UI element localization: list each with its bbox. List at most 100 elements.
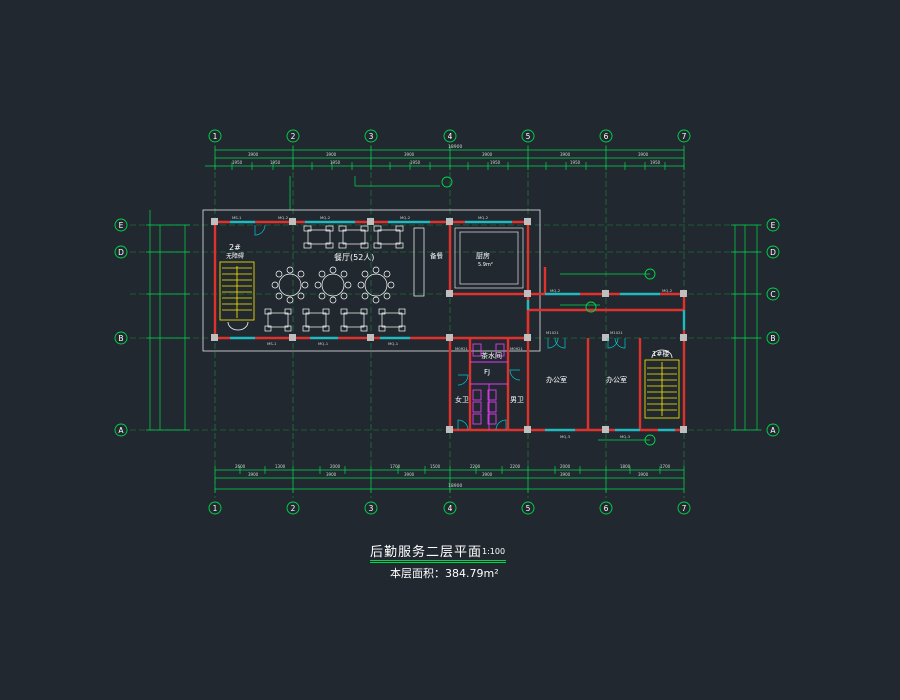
door-swings xyxy=(254,224,626,431)
toilet-fixtures xyxy=(470,343,508,430)
axis-label-bottom-2: 2 xyxy=(291,504,296,513)
room-label-stair-1: 1#楼 xyxy=(652,349,669,358)
axis-bubbles-right xyxy=(766,218,780,437)
room-label-office-1: 办公室 xyxy=(546,375,567,384)
drawing-title: 后勤服务二层平面 xyxy=(370,545,483,560)
room-label-dining-hall: 餐厅(52人) xyxy=(334,253,374,262)
svg-text:2200: 2200 xyxy=(470,464,481,469)
svg-text:1700: 1700 xyxy=(390,464,401,469)
axis-label-top-2: 2 xyxy=(291,132,296,141)
axis-label-right-B: B xyxy=(770,334,775,343)
svg-text:1950: 1950 xyxy=(270,160,281,165)
svg-text:MS-1: MS-1 xyxy=(232,215,242,220)
axis-bubbles-left xyxy=(114,218,128,437)
room-label-buffet: 备餐 xyxy=(430,251,444,260)
svg-text:1950: 1950 xyxy=(410,160,421,165)
svg-text:3900: 3900 xyxy=(638,472,649,477)
axis-label-top-1: 1 xyxy=(213,132,218,141)
svg-text:1800: 1800 xyxy=(620,464,631,469)
axis-label-top-6: 6 xyxy=(604,132,609,141)
svg-text:M0921: M0921 xyxy=(510,346,524,351)
svg-text:MQ-2: MQ-2 xyxy=(662,288,673,293)
svg-text:1300: 1300 xyxy=(275,464,286,469)
bottom-overall-dimension: 18900 xyxy=(448,483,462,489)
svg-text:MQ-2: MQ-2 xyxy=(320,215,331,220)
floor-area-label: 本层面积：384.79m² xyxy=(390,567,499,580)
svg-text:3900: 3900 xyxy=(404,472,415,477)
room-label-office-2: 办公室 xyxy=(606,375,627,384)
room-label-stair-2: 2# xyxy=(229,243,241,252)
svg-text:3900: 3900 xyxy=(326,152,337,157)
title-underline-2 xyxy=(370,562,506,563)
stair-2 xyxy=(219,261,255,331)
svg-text:1950: 1950 xyxy=(330,160,341,165)
axis-label-left-D: D xyxy=(118,248,124,257)
svg-text:3900: 3900 xyxy=(326,472,337,477)
svg-text:2600: 2600 xyxy=(235,464,246,469)
svg-text:1950: 1950 xyxy=(232,160,243,165)
svg-text:MQ-2: MQ-2 xyxy=(550,288,561,293)
axis-label-top-7: 7 xyxy=(682,132,687,141)
room-label-stair-2-sub: 无障碍 xyxy=(226,252,244,260)
svg-text:MQ-2: MQ-2 xyxy=(278,215,289,220)
svg-text:2000: 2000 xyxy=(330,464,341,469)
axis-label-right-A: A xyxy=(770,426,776,435)
axis-label-top-4: 4 xyxy=(448,132,453,141)
axis-label-left-A: A xyxy=(118,426,124,435)
svg-text:1950: 1950 xyxy=(650,160,661,165)
svg-text:3900: 3900 xyxy=(560,472,571,477)
windows xyxy=(230,220,686,432)
svg-text:MQ-1: MQ-1 xyxy=(318,341,329,346)
svg-text:MQ-2: MQ-2 xyxy=(478,215,489,220)
svg-text:3900: 3900 xyxy=(482,152,493,157)
svg-text:M1021: M1021 xyxy=(610,330,624,335)
svg-text:3900: 3900 xyxy=(404,152,415,157)
axis-label-right-C: C xyxy=(770,290,775,299)
svg-text:M0921: M0921 xyxy=(455,346,469,351)
svg-text:2000: 2000 xyxy=(560,464,571,469)
room-label-kitchen: 厨房 xyxy=(476,251,490,260)
axis-grid xyxy=(130,145,762,498)
axis-bubbles-bottom xyxy=(208,501,691,515)
axis-label-top-5: 5 xyxy=(526,132,531,141)
svg-text:1700: 1700 xyxy=(660,464,671,469)
axis-label-right-D: D xyxy=(770,248,776,257)
axis-label-bottom-5: 5 xyxy=(526,504,531,513)
svg-text:3900: 3900 xyxy=(638,152,649,157)
axis-label-bottom-6: 6 xyxy=(604,504,609,513)
drawing-scale: 1:100 xyxy=(482,547,506,556)
svg-text:1500: 1500 xyxy=(430,464,441,469)
axis-label-left-E: E xyxy=(119,221,124,230)
room-label-kitchen-area: 5.9m² xyxy=(478,262,493,268)
axis-label-bottom-1: 1 xyxy=(213,504,218,513)
svg-text:MQ-3: MQ-3 xyxy=(560,434,571,439)
room-label-female-wc: 女卫 xyxy=(455,395,469,404)
dimension-lines xyxy=(146,146,761,493)
axis-label-bottom-3: 3 xyxy=(369,504,374,513)
dining-tables-square xyxy=(264,225,406,332)
axis-label-bottom-7: 7 xyxy=(682,504,687,513)
svg-text:MS-1: MS-1 xyxy=(267,341,277,346)
dimension-numerals: 3900 3900 3900 3900 3900 3900 1950 1950 1950 1… xyxy=(232,152,671,477)
svg-text:MQ-3: MQ-3 xyxy=(620,434,631,439)
room-label-fj: FJ xyxy=(484,368,490,376)
svg-text:3900: 3900 xyxy=(482,472,493,477)
axis-label-bottom-4: 4 xyxy=(448,504,453,513)
axis-label-left-B: B xyxy=(118,334,123,343)
top-overall-dimension: 18900 xyxy=(448,144,462,150)
stair-1 xyxy=(644,349,680,419)
svg-text:3900: 3900 xyxy=(248,472,259,477)
columns xyxy=(211,218,687,433)
svg-text:3900: 3900 xyxy=(560,152,571,157)
svg-text:2200: 2200 xyxy=(510,464,521,469)
svg-text:MQ-2: MQ-2 xyxy=(400,215,411,220)
dining-tables-round xyxy=(271,227,524,304)
svg-text:3900: 3900 xyxy=(248,152,259,157)
room-label-male-wc: 男卫 xyxy=(510,396,524,404)
room-label-tea-room: 茶水间 xyxy=(481,351,502,360)
svg-text:1950: 1950 xyxy=(570,160,581,165)
svg-text:MQ-1: MQ-1 xyxy=(388,341,399,346)
title-underline-1 xyxy=(370,560,506,561)
